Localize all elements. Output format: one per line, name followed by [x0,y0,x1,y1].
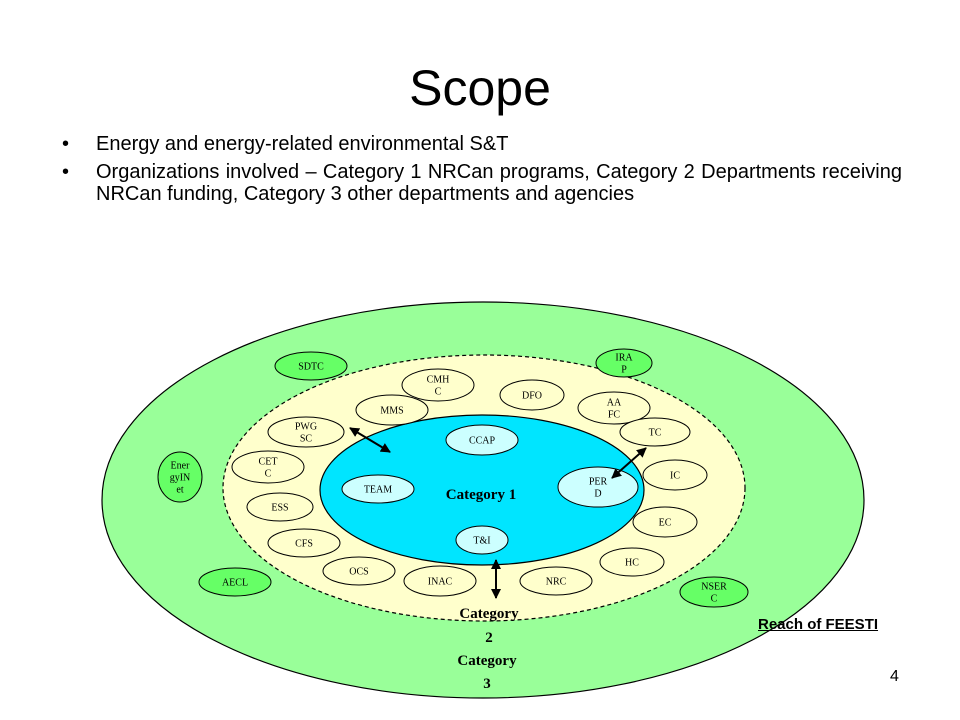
arrow-pwgsc-to-team [349,427,391,453]
category-3-node-label: SDTC [298,362,324,373]
category-2-node-label: MMS [380,406,403,417]
bullet-dot: • [62,161,70,183]
category-2-node [499,379,565,411]
category-2-node-label: INAC [428,577,453,588]
category-2-node-label: PWG [295,422,317,433]
category-2-node-label: OCS [349,567,368,578]
category-2-node-label: HC [625,558,639,569]
bullet-item: • Organizations involved – Category 1 NR… [62,161,902,205]
category-2-node-label: AA [607,398,622,409]
category-1-node [341,474,415,504]
category-2-node [632,506,698,538]
bullet-text: Energy and energy-related environmental … [96,133,509,155]
category-1-circle [319,414,645,566]
category-3-node-label: P [621,365,627,376]
category-2-node [355,394,429,426]
bullet-dot: • [62,133,70,155]
category-2-node [577,391,651,425]
slide-title: Scope [409,60,551,116]
category-3-node-label: gyIN [170,473,191,484]
category-3-node-label: NSER [701,582,727,593]
category-2-node-label: EC [659,518,672,529]
category-2-node [519,566,593,596]
category-2-label-line1: Category [459,606,519,622]
category-3-node-label: Ener [171,461,191,472]
category-1-node-label: PER [589,477,608,488]
category-2-node [322,556,396,586]
category-3-node [679,576,749,608]
category-3-label-line2: 3 [483,676,491,692]
category-1-node [445,424,519,456]
category-2-node [403,565,477,597]
bullet-item: • Energy and energy-related environmenta… [62,133,902,155]
category-2-node-label: DFO [522,391,542,402]
category-2-node [267,416,345,448]
category-2-node-label: FC [608,410,621,421]
category-3-node [595,348,653,378]
bullet-list: • Energy and energy-related environmenta… [62,133,902,211]
category-2-node [599,547,665,577]
category-2-node [619,417,691,447]
category-2-node-label: CET [259,457,278,468]
category-3-node [274,351,348,381]
category-2-node [267,528,341,558]
category-1-node-label: CCAP [469,436,496,447]
bullet-text: Organizations involved – Category 1 NRCa… [96,161,902,205]
category-2-node [246,492,314,522]
category-2-label-line2: 2 [485,630,493,646]
category-1-node [455,525,509,555]
category-2-node-label: IC [670,471,680,482]
category-3-node-label: et [176,485,183,496]
category-2-node-label: C [435,387,442,398]
category-2-node-label: C [265,469,272,480]
reach-label: Reach of FEESTI [758,616,879,633]
category-3-label-line1: Category [457,653,517,669]
category-1-node-label: D [594,489,601,500]
category-3-node-label: AECL [222,578,248,589]
category-2-node-label: CMH [427,375,450,386]
category-3-node [198,567,272,597]
category-2-node [231,450,305,484]
category-2-node [401,368,475,402]
category-2-node-label: NRC [546,577,567,588]
category-2-node-label: TC [649,428,662,439]
category-2-node-label: SC [300,434,313,445]
category-2-node-label: CFS [295,539,313,550]
category-1-label: Category 1 [446,487,516,503]
arrow-perd-to-tc [611,447,647,479]
category-1-node-label: T&I [473,536,490,547]
category-3-node-label: C [711,594,718,605]
page-number: 4 [890,668,899,685]
category-3-node-label: IRA [615,353,633,364]
category-1-node-label: TEAM [364,485,392,496]
category-3-node [157,451,203,503]
category-2-node-label: ESS [271,503,288,514]
